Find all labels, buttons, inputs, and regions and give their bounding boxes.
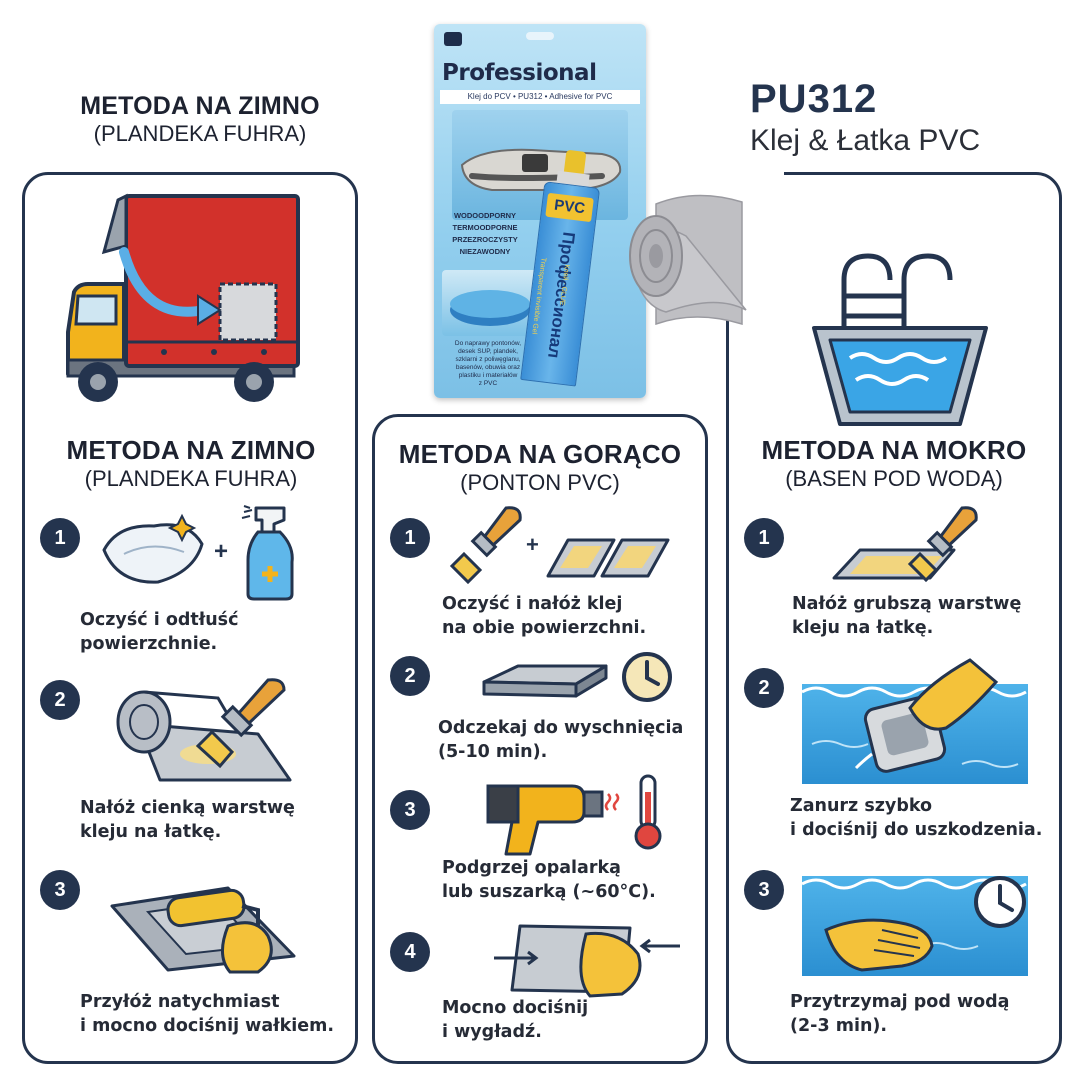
feature-item: TERMOODPORNE xyxy=(452,223,518,232)
pool-icon xyxy=(812,253,988,426)
step-text: Oczyść i odtłuść powierzchnie. xyxy=(80,608,238,656)
plus-icon: + xyxy=(526,532,539,557)
step-text-line: Odczekaj do wyschnięcia xyxy=(438,718,684,738)
spray-bottle-icon xyxy=(241,505,294,601)
cold-method-subtitle: (PLANDEKA FUHRA) xyxy=(84,466,298,492)
description-line: desek SUP, plandek, xyxy=(458,348,518,355)
step-text-line: Przyłóż natychmiast xyxy=(80,992,280,1012)
package-logo-icon xyxy=(444,32,462,46)
hand-press-patch-icon xyxy=(854,658,999,773)
step-text-line: Oczyść i nałóż klej xyxy=(442,594,623,614)
step-text: Odczekaj do wyschnięcia (5-10 min). xyxy=(438,716,683,764)
hot-method-heading: METODA NA GORĄCO (PONTON PVC) xyxy=(374,439,706,496)
step-number: 2 xyxy=(390,656,430,696)
step-text-line: (5-10 min). xyxy=(438,742,548,763)
step-text-line: Nałóż cienką warstwę xyxy=(80,798,295,818)
package-hang-hole xyxy=(526,32,554,40)
step-text-line: powierzchnie. xyxy=(80,634,218,655)
step-number: 2 xyxy=(744,668,784,708)
step-text-line: i mocno dociśnij wałkiem. xyxy=(80,1016,335,1037)
step-text: Nałóż cienką warstwę kleju na łatkę. xyxy=(80,796,295,844)
description-line: z PVC xyxy=(478,380,498,387)
truck-icon xyxy=(66,193,300,402)
step-text: Podgrzej opalarką lub suszarką (~60°C). xyxy=(442,856,656,904)
step-text: Zanurz szybko i dociśnij do uszkodzenia. xyxy=(790,794,1042,842)
wet-method-heading: METODA NA MOKRO (BASEN POD WODĄ) xyxy=(728,435,1060,492)
feature-item: NIEZAWODNY xyxy=(459,247,511,256)
step-text: Przytrzymaj pod wodą (2-3 min). xyxy=(790,990,1009,1038)
patch-brush-icon xyxy=(832,506,978,583)
feature-item: PRZEZROCZYSTY xyxy=(452,235,518,244)
cold-method-heading: METODA NA ZIMNO (PLANDEKA FUHRA) xyxy=(26,435,356,492)
heat-gun-icon xyxy=(486,784,620,856)
step-text-line: Nałóż grubszą warstwę xyxy=(792,594,1022,614)
product-code: PU312 xyxy=(750,77,878,121)
package-description: Do naprawy pontonów, desek SUP, plandek,… xyxy=(440,340,536,388)
package-pool-image xyxy=(442,270,538,336)
hot-method-title: METODA NA GORĄCO xyxy=(398,439,682,469)
hand-icon xyxy=(824,918,934,972)
step-text: Oczyść i nałóż klej na obie powierzchni. xyxy=(442,592,646,640)
product-title: PU312 Klej & Łatka PVC xyxy=(750,76,980,159)
step-number: 2 xyxy=(40,680,80,720)
step-text-line: Podgrzej opalarką xyxy=(442,858,621,878)
product-name: Klej & Łatka PVC xyxy=(750,124,981,157)
thermometer-icon xyxy=(634,774,662,850)
step-text-line: Mocno dociśnij xyxy=(442,998,589,1018)
step-text-line: Oczyść i odtłuść xyxy=(80,610,239,630)
top-left-heading: METODA NA ZIMNO (PLANDEKA FUHRA) xyxy=(30,92,370,147)
step-text-line: i wygładź. xyxy=(442,1022,542,1043)
wet-method-subtitle: (BASEN POD WODĄ) xyxy=(785,466,1003,492)
step-text: Mocno dociśnij i wygładź. xyxy=(442,996,588,1044)
top-left-subtitle: (PLANDEKA FUHRA) xyxy=(93,121,307,146)
step-text-line: Przytrzymaj pod wodą xyxy=(790,992,1010,1012)
package-brand: Professional xyxy=(442,60,597,86)
clock-icon xyxy=(622,652,672,702)
hot-method-subtitle: (PONTON PVC) xyxy=(460,470,620,496)
step-number: 1 xyxy=(390,518,430,558)
description-line: plastiku i materiałów xyxy=(458,372,518,379)
step-text-line: Zanurz szybko xyxy=(790,796,933,816)
step-text: Przyłóż natychmiast i mocno dociśnij wał… xyxy=(80,990,334,1038)
description-line: Do naprawy pontonów, xyxy=(454,340,522,347)
clock-icon xyxy=(974,876,1026,928)
step-text-line: kleju na łatkę. xyxy=(80,822,222,843)
press-smooth-icon xyxy=(494,924,680,998)
wet-method-title: METODA NA MOKRO xyxy=(761,435,1027,465)
tube-label: PVC xyxy=(545,192,594,223)
step-text-line: kleju na łatkę. xyxy=(792,618,934,639)
step-text-line: i dociśnij do uszkodzenia. xyxy=(790,820,1043,841)
plate-icon xyxy=(482,664,608,698)
patch-roll-icon xyxy=(629,194,747,326)
step-text-line: na obie powierzchni. xyxy=(442,618,647,639)
step-text: Nałóż grubszą warstwę kleju na łatkę. xyxy=(792,592,1021,640)
step-number: 3 xyxy=(40,870,80,910)
step-number: 3 xyxy=(390,790,430,830)
cloth-icon xyxy=(102,513,204,584)
top-left-title: METODA NA ZIMNO xyxy=(80,92,320,120)
patch-roll-brush-icon xyxy=(116,678,292,782)
step-number: 1 xyxy=(744,518,784,558)
description-line: szklarni z poliwęglanu, xyxy=(455,356,521,363)
roller-icon xyxy=(110,886,296,974)
step-number: 4 xyxy=(390,932,430,972)
brush-icon xyxy=(449,506,522,585)
patch-plates-icon xyxy=(546,538,670,578)
package-features: WODOODPORNY TERMOODPORNE PRZEZROCZYSTY N… xyxy=(440,210,530,258)
step-number: 3 xyxy=(744,870,784,910)
feature-item: WODOODPORNY xyxy=(453,211,517,220)
step-number: 1 xyxy=(40,518,80,558)
step-text-line: lub suszarką (~60°C). xyxy=(442,882,656,903)
step-text-line: (2-3 min). xyxy=(790,1016,888,1037)
package-strip: Klej do PCV • PU312 • Adhesive for PVC xyxy=(440,90,640,104)
cold-method-title: METODA NA ZIMNO xyxy=(66,435,316,465)
plus-icon: + xyxy=(214,538,229,565)
description-line: basenów, obuwia oraz xyxy=(455,364,521,371)
